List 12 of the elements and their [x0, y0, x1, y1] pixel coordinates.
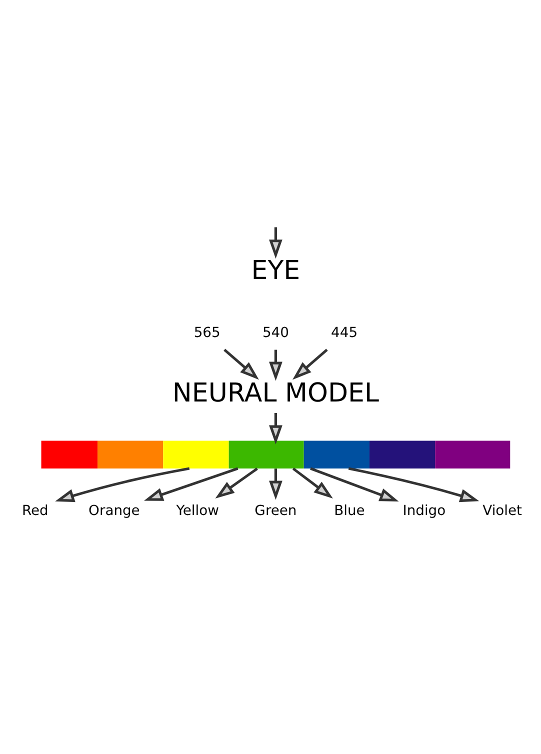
- node-text: NEURAL MODEL: [172, 378, 379, 409]
- node-text: Yellow: [176, 503, 219, 520]
- node-text: Indigo: [402, 503, 446, 520]
- node-text: Red: [22, 503, 48, 520]
- node-text: Blue: [334, 503, 365, 520]
- node-text: EYE: [251, 256, 300, 286]
- node-text: Green: [254, 503, 297, 520]
- node-text: Violet: [482, 503, 522, 520]
- node-text: 445: [331, 325, 358, 342]
- node-text: 540: [262, 325, 289, 342]
- node-text: 565: [194, 325, 220, 342]
- node-text: Orange: [88, 503, 140, 520]
